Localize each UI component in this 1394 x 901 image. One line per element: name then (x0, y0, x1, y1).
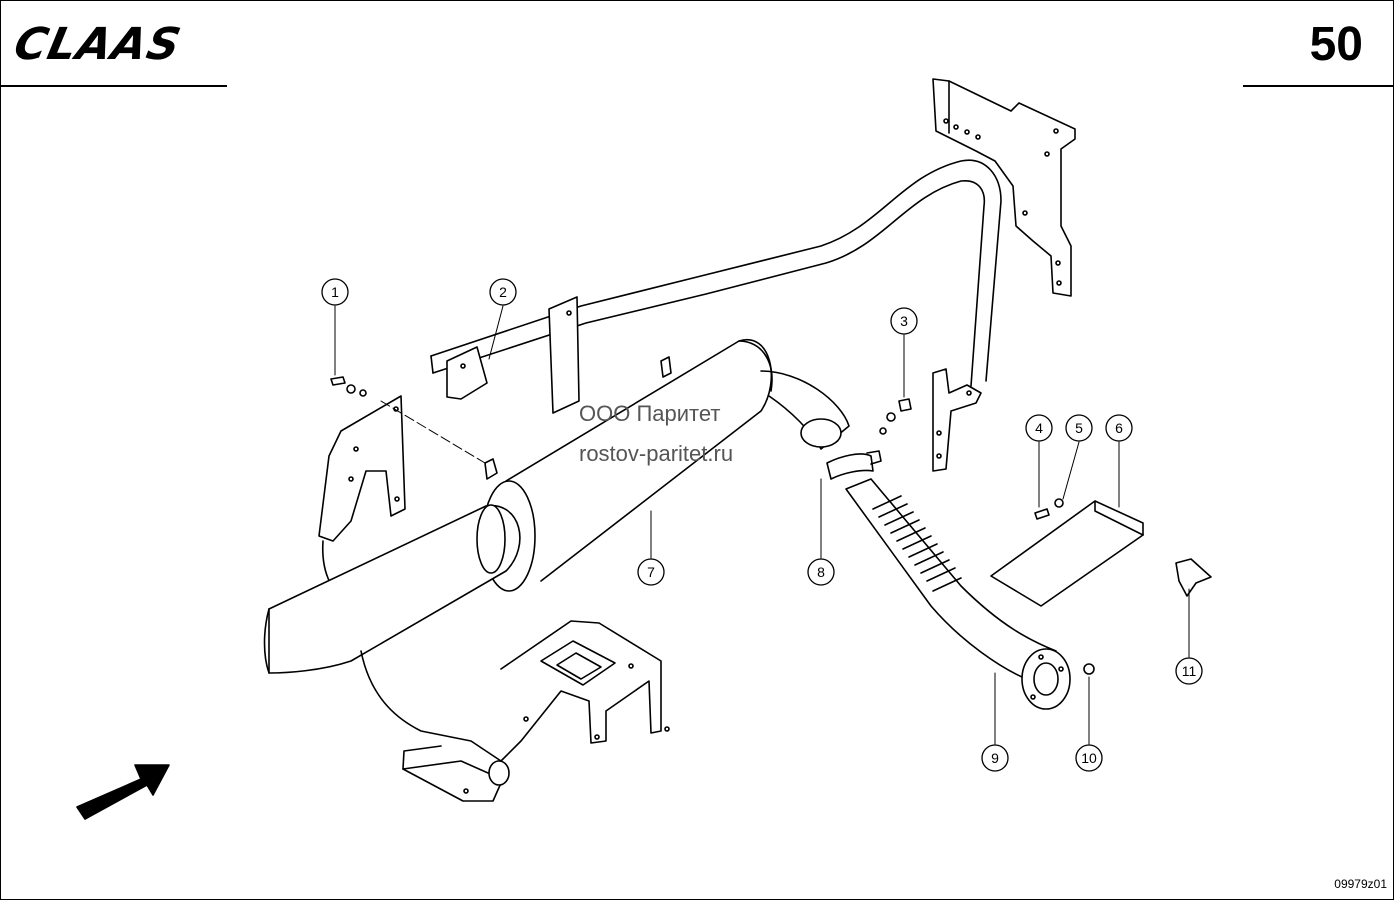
watermark-website: rostov-paritet.ru (579, 441, 734, 466)
callout-11-marker (1175, 657, 1203, 685)
callout-10: 10 (1081, 750, 1097, 766)
callout-1: 1 (331, 284, 339, 300)
callout-9: 9 (991, 750, 999, 766)
leader-lines (334, 305, 1190, 745)
direction-arrow-icon (76, 764, 170, 820)
callout-8: 8 (817, 564, 825, 580)
callout-6: 6 (1115, 420, 1123, 436)
heat-shield (990, 500, 1144, 607)
header-rule-right (1243, 85, 1393, 87)
header-rule-left (1, 85, 227, 87)
callout-7: 7 (647, 564, 655, 580)
support-tube-frame (430, 159, 1002, 472)
callout-11: 11 (1182, 663, 1197, 679)
callout-3-marker (890, 307, 918, 335)
callout-9-marker (981, 744, 1009, 772)
fasteners (330, 376, 1095, 675)
callout-markers (321, 278, 1203, 772)
callout-10-marker (1075, 744, 1103, 772)
callout-4: 4 (1035, 420, 1043, 436)
drawing-id: 09979z01 (1334, 877, 1387, 891)
callout-8-marker (807, 558, 835, 586)
page-number: 50 (1309, 18, 1363, 71)
callout-7-marker (637, 558, 665, 586)
callout-5: 5 (1075, 420, 1083, 436)
watermark-company: ООО Паритет (579, 401, 721, 426)
callout-2: 2 (499, 284, 507, 300)
callout-1-marker (321, 278, 349, 306)
callout-6-marker (1105, 414, 1133, 442)
callout-4-marker (1025, 414, 1053, 442)
wall-bracket (932, 78, 1076, 297)
clip (1175, 558, 1212, 597)
tail-pipe (263, 504, 521, 674)
callout-5-marker (1065, 414, 1093, 442)
callout-labels: 1 2 3 4 5 6 7 8 9 10 11 (331, 284, 1196, 766)
floor-bracket (360, 620, 670, 802)
callout-3: 3 (900, 313, 908, 329)
pipe-clamp (826, 450, 882, 480)
callout-2-marker (489, 278, 517, 306)
flexible-exhaust-pipe (845, 478, 1071, 710)
